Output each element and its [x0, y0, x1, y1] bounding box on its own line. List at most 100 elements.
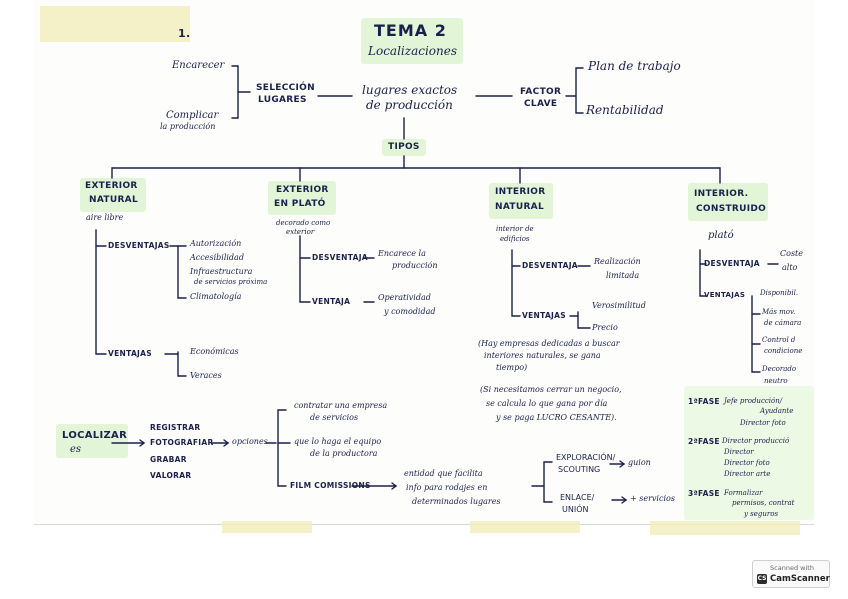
- tape-strip-bottom: [470, 521, 580, 533]
- ventaja-item: Más mov.: [762, 308, 796, 316]
- desventaja-label: DESVENTAJA: [312, 253, 368, 262]
- seleccion-item: la producción: [160, 122, 216, 131]
- ventaja-item: Disponibil.: [760, 289, 799, 297]
- type-title: CONSTRUIDO: [696, 204, 767, 214]
- localizar-label: LOCALIZAR: [62, 430, 128, 441]
- tipos-label: TIPOS: [388, 142, 420, 152]
- exploracion-line: EXPLORACIÓN/: [556, 453, 616, 462]
- desventaja-item: Encarece la: [378, 249, 426, 258]
- watermark-line-2: CamScanner: [770, 574, 830, 584]
- desventaja-item: limitada: [606, 271, 640, 280]
- ventaja-item: Precio: [592, 323, 618, 332]
- servicios-label: + servicios: [630, 494, 675, 503]
- type-title: NATURAL: [89, 195, 138, 205]
- type-note: interior de: [496, 225, 534, 233]
- ventajas-label: VENTAJAS: [108, 349, 152, 358]
- fases-highlight: [684, 386, 814, 520]
- entidad-line: determinados lugares: [412, 497, 501, 506]
- ventaja-item: de cámara: [764, 319, 802, 327]
- ventajas-label: VENTAJAS: [522, 311, 566, 320]
- type-highlight: [80, 178, 146, 212]
- interior-note: (Hay empresas dedicadas a buscar: [478, 339, 620, 348]
- tape-strip-bottom: [222, 521, 312, 533]
- fase-label: 3ªFASE: [688, 489, 720, 498]
- fase-line: Formalizar: [724, 489, 763, 497]
- opcion-item: de servicios: [310, 413, 359, 422]
- localizar-verb: VALORAR: [150, 471, 192, 480]
- opcion-item: contratar una empresa: [294, 401, 388, 410]
- enlace-line: UNIÓN: [562, 505, 589, 514]
- interior-note: (Si necesitamos cerrar un negocio,: [480, 385, 622, 394]
- desventaja-item: producción: [392, 261, 438, 270]
- seleccion-item: Encarecer: [172, 60, 225, 71]
- ventaja-item: Operatividad: [378, 293, 431, 302]
- desventaja-label: DESVENTAJA: [522, 261, 578, 270]
- seleccion-item: Complicar: [166, 110, 219, 121]
- type-highlight: [489, 183, 553, 219]
- desventajas-label: DESVENTAJAS: [108, 241, 170, 250]
- desventaja-item: Realización: [594, 257, 641, 266]
- interior-note: interiores naturales, se gana: [484, 351, 601, 360]
- camscanner-watermark: Scanned with CS CamScanner: [752, 560, 830, 588]
- tape-strip-bottom: [650, 521, 800, 535]
- fase-line: Director: [724, 448, 754, 456]
- ventaja-item: Económicas: [190, 347, 239, 356]
- ventaja-item: Veraces: [190, 371, 222, 380]
- interior-note: y se paga LUCRO CESANTE).: [496, 413, 617, 422]
- opcion-item: de la productora: [310, 449, 378, 458]
- page-number-mark: 1.: [178, 27, 191, 40]
- type-note: exterior: [286, 228, 315, 236]
- seleccion-label: LUGARES: [258, 95, 307, 105]
- desventaja-item: Autorización: [190, 239, 242, 248]
- desventaja-item: Infraestructura: [190, 267, 253, 276]
- camscanner-logo-icon: CS: [757, 574, 767, 584]
- type-note: aire libre: [86, 213, 124, 222]
- type-title: EN PLATÓ: [274, 199, 326, 209]
- ventaja-item: Decorado: [762, 365, 797, 373]
- center-line-2: de producción: [366, 98, 453, 112]
- watermark-line-1: Scanned with: [770, 564, 814, 572]
- type-title: EXTERIOR: [85, 181, 138, 191]
- desventaja-label: DESVENTAJA: [704, 259, 760, 268]
- type-title: NATURAL: [495, 202, 544, 212]
- tape-strip-top-left: [40, 6, 190, 42]
- page-subtitle: Localizaciones: [368, 44, 457, 58]
- exploracion-line: SCOUTING: [558, 465, 601, 474]
- fase-line: Ayudante: [760, 407, 794, 415]
- entidad-line: entidad que facilita: [404, 469, 483, 478]
- fase-line: Director foto: [740, 419, 786, 427]
- tipos-highlight: [382, 139, 426, 156]
- ventaja-item: condicione: [764, 347, 803, 355]
- page-title: TEMA 2: [374, 21, 447, 40]
- fase-line: Director arte: [724, 470, 771, 478]
- seleccion-label: SELECCIÓN: [256, 83, 315, 93]
- localizar-highlight: [56, 424, 128, 458]
- type-note: decorado como: [276, 219, 331, 227]
- desventaja-item: Climatología: [190, 292, 242, 301]
- fase-line: Director producció: [722, 437, 790, 445]
- ventaja-item: neutro: [764, 377, 788, 385]
- desventaja-item: Accesibilidad: [190, 253, 244, 262]
- type-title: INTERIOR: [495, 187, 546, 197]
- interior-note: se calcula lo que gana por día: [486, 399, 608, 408]
- type-note: edificios: [500, 235, 530, 243]
- fase-line: Director foto: [724, 459, 770, 467]
- opciones-label: opciones: [232, 437, 268, 446]
- factor-item: Plan de trabajo: [588, 59, 681, 73]
- localizar-verb: GRABAR: [150, 455, 187, 464]
- entidad-line: info para rodajes en: [406, 483, 488, 492]
- fase-line: Jefe producción/: [724, 397, 783, 405]
- desventaja-item: de servicios próxima: [194, 278, 268, 286]
- fase-label: 2ªFASE: [688, 437, 720, 446]
- title-highlight: [361, 18, 463, 64]
- fase-line: y seguros: [744, 510, 779, 518]
- factor-item: Rentabilidad: [586, 103, 664, 117]
- localizar-label: es: [70, 444, 82, 455]
- fase-label: 1ªFASE: [688, 397, 720, 406]
- ventaja-item: y comodidad: [384, 307, 436, 316]
- factor-label: FACTOR: [520, 87, 562, 97]
- desventaja-item: Coste: [780, 249, 803, 258]
- localizar-verb: REGISTRAR: [150, 423, 201, 432]
